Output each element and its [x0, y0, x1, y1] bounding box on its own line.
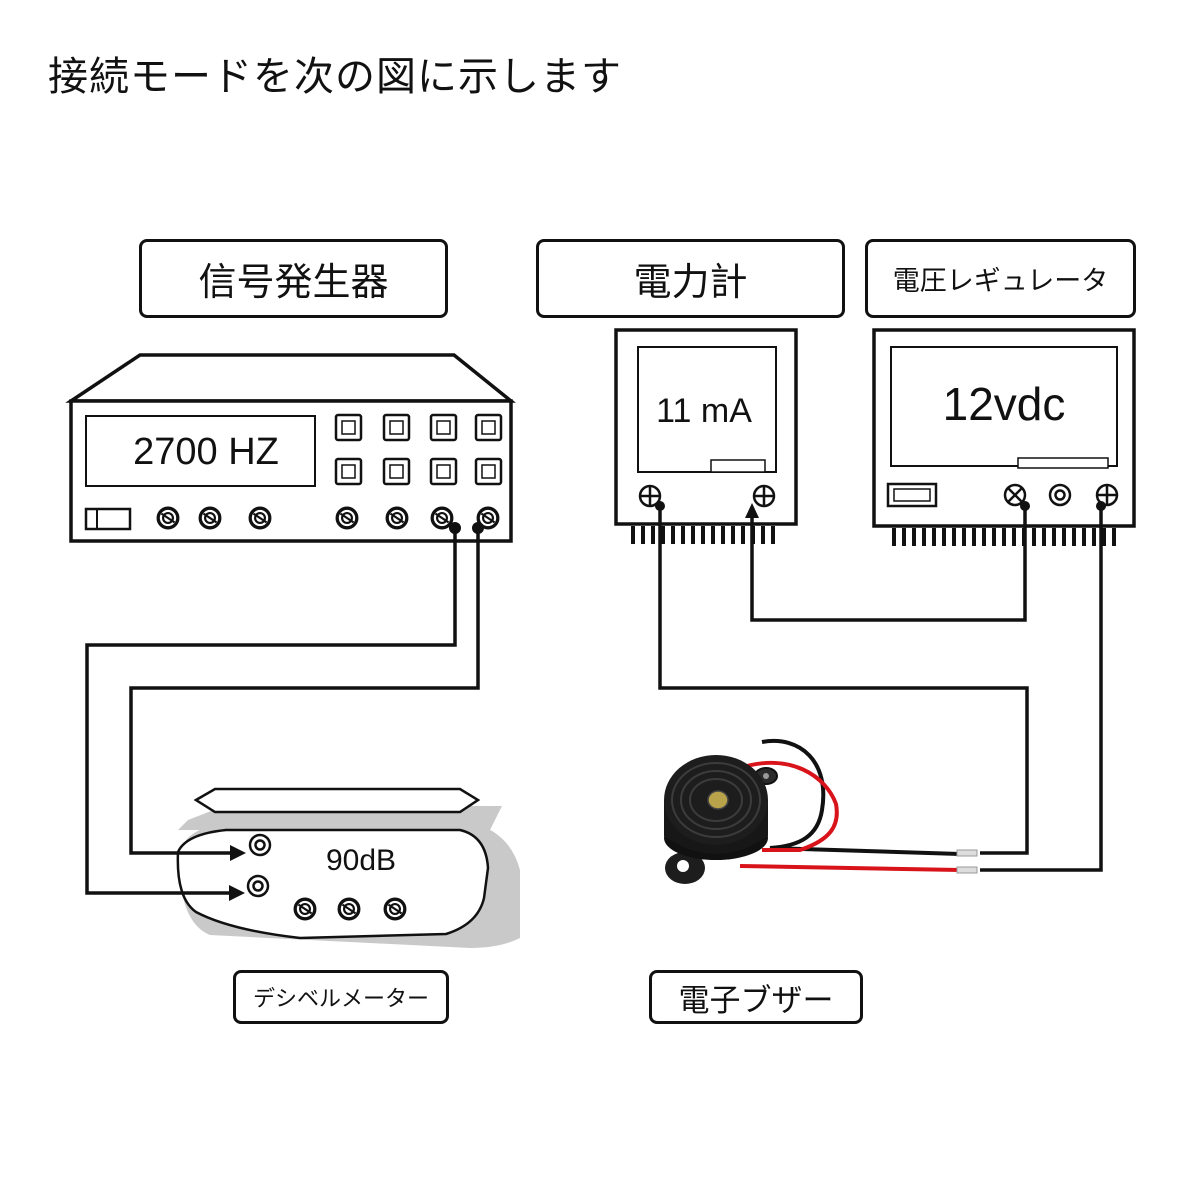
wire-generator-to-meter-bottom: [85, 528, 457, 895]
wire-joints: [229, 501, 1106, 901]
electronic-buzzer: [664, 738, 978, 884]
signal-generator-knob: [335, 506, 359, 530]
decibel-meter-input-bottom: [246, 874, 270, 898]
signal-generator-knob: [385, 506, 409, 530]
decibel-meter-knob: [383, 897, 407, 921]
power-meter-label: 電力計: [633, 260, 748, 304]
signal-generator-switch: [84, 507, 132, 531]
signal-generator-knob: [430, 506, 454, 530]
decibel-meter-input-top: [248, 833, 272, 857]
signal-generator-readout: 2700 HZ: [133, 431, 279, 473]
buzzer-wire-red: [739, 864, 961, 872]
voltage-regulator-readout: 12vdc: [943, 378, 1066, 430]
signal-generator: 2700 HZ: [65, 353, 516, 543]
page-title: 接続モードを次の図に示します: [48, 54, 622, 100]
decibel-meter-body: [176, 828, 490, 940]
signal-generator-top: [65, 353, 516, 403]
decibel-meter-readout: 90dB: [326, 844, 396, 877]
wire-meter-to-buzzer: [658, 506, 1029, 855]
signal-generator-knob: [248, 506, 272, 530]
connection-wires: [85, 506, 1103, 895]
signal-generator-label-box: 信号発生器: [139, 239, 448, 318]
buzzer-lead-tip: [956, 849, 978, 857]
decibel-meter-label: デシベルメーター: [252, 987, 429, 1012]
power-meter-readout: 11 mA: [656, 392, 752, 430]
arrow-right: [230, 845, 246, 861]
signal-generator-label: 信号発生器: [198, 260, 389, 304]
signal-generator-knob: [156, 506, 180, 530]
decibel-meter: 90dB: [176, 787, 520, 948]
power-meter-terminal-right: [752, 484, 776, 508]
wire-generator-to-meter-top: [129, 528, 480, 855]
decibel-meter-label-box: デシベルメーター: [233, 970, 449, 1024]
voltage-regulator-terminal-ring: [1048, 483, 1072, 507]
power-meter-display: [637, 346, 777, 473]
arrow-up: [745, 503, 759, 518]
decibel-meter-knob: [337, 897, 361, 921]
electronic-buzzer-label: 電子ブザー: [678, 982, 834, 1019]
voltage-regulator-label-box: 電圧レギュレータ: [865, 239, 1136, 318]
buzzer-lead-tip: [956, 866, 978, 874]
voltage-regulator: 12vdc: [872, 328, 1136, 546]
power-meter-label-box: 電力計: [536, 239, 845, 318]
buzzer-wire-red-loop: [739, 760, 839, 852]
buzzer-hole: [707, 790, 729, 810]
decibel-meter-probe: [193, 787, 481, 814]
signal-generator-display: [85, 415, 316, 487]
electronic-buzzer-label-box: 電子ブザー: [649, 970, 863, 1024]
signal-generator-buttons: [334, 413, 503, 486]
buzzer-wire-black: [761, 738, 961, 856]
arrow-right: [229, 885, 245, 901]
signal-generator-knob: [198, 506, 222, 530]
power-meter: 11 mA: [614, 328, 798, 544]
voltage-regulator-display: [890, 346, 1118, 467]
voltage-regulator-vents: [892, 528, 1116, 546]
wire-regulator-to-buzzer: [980, 506, 1103, 872]
decibel-meter-knob: [293, 897, 317, 921]
voltage-regulator-label: 電圧レギュレータ: [892, 266, 1109, 297]
wire-meter-to-regulator: [750, 508, 1027, 622]
